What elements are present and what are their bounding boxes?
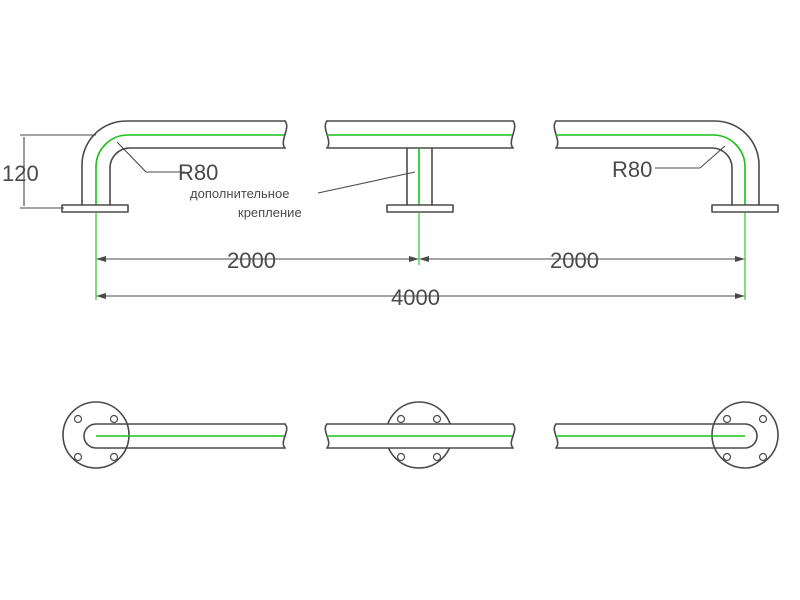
dim-right-arrow-start	[419, 256, 429, 262]
side-middle-flange	[386, 204, 454, 213]
top-middle-flange-hole	[432, 414, 442, 424]
dim-right-label: 2000	[550, 248, 599, 273]
side-left-break-mark	[282, 120, 288, 149]
side-left-inner-outline	[109, 147, 286, 206]
top-middle-break-right	[510, 423, 516, 449]
top-right-tube-outline	[555, 423, 758, 449]
top-middle-flange-hole	[396, 414, 406, 424]
side-right-inner-outline	[555, 147, 733, 206]
top-left-flange-hole	[109, 414, 119, 424]
top-right-flange-hole	[758, 414, 768, 424]
dim-total-label: 4000	[391, 285, 440, 310]
top-left-flange-hole	[109, 452, 119, 462]
top-right-flange-hole	[722, 414, 732, 424]
top-middle-flange-hole	[432, 452, 442, 462]
dim-left-arrow-start	[96, 256, 106, 262]
dim-total-arrow-start	[96, 293, 106, 299]
top-middle-flange-hole	[396, 452, 406, 462]
side-middle-break-right	[510, 120, 516, 149]
dim-total-arrow-end	[735, 293, 745, 299]
dim-left-label: 2000	[227, 248, 276, 273]
height-dimension: 120	[2, 134, 96, 209]
top-right-flange	[711, 401, 779, 469]
side-view: 120 R80 R80 дополнительное крепление	[2, 120, 779, 310]
side-right-flange	[711, 204, 779, 213]
radius-left-label: R80	[178, 160, 218, 185]
dim-left-arrow-end	[409, 256, 419, 262]
top-left-flange	[62, 401, 130, 469]
fastening-note-leader	[317, 171, 416, 194]
dim-right-arrow-end	[735, 256, 745, 262]
top-view	[62, 401, 779, 469]
side-middle-segment	[324, 120, 516, 213]
side-left-segment	[61, 120, 288, 213]
top-left-segment	[62, 401, 288, 469]
length-dimensions: 2000 2000 4000	[95, 212, 746, 310]
side-left-outer-outline	[81, 120, 286, 206]
top-left-flange-hole	[73, 452, 83, 462]
top-right-segment	[553, 401, 779, 469]
fastening-note-line2: крепление	[238, 205, 302, 220]
radius-left-leader-diagonal	[116, 141, 147, 173]
height-label: 120	[2, 161, 39, 186]
top-right-flange-hole	[722, 452, 732, 462]
top-left-tube-outline	[83, 423, 286, 449]
side-left-centerline	[95, 134, 285, 205]
top-middle-segment	[324, 401, 516, 469]
side-right-outer-outline	[555, 120, 760, 206]
top-right-flange-hole	[758, 452, 768, 462]
side-left-flange	[61, 204, 129, 213]
side-right-segment	[553, 120, 779, 213]
fastening-note: дополнительное крепление	[190, 171, 416, 220]
side-right-centerline	[556, 134, 746, 205]
top-left-flange-hole	[73, 414, 83, 424]
radius-right-callout: R80	[612, 145, 726, 182]
radius-left-callout: R80	[116, 141, 218, 185]
fastening-note-line1: дополнительное	[190, 186, 289, 201]
radius-right-label: R80	[612, 157, 652, 182]
top-left-break-mark	[282, 423, 288, 449]
radius-right-leader-diagonal	[699, 145, 726, 169]
